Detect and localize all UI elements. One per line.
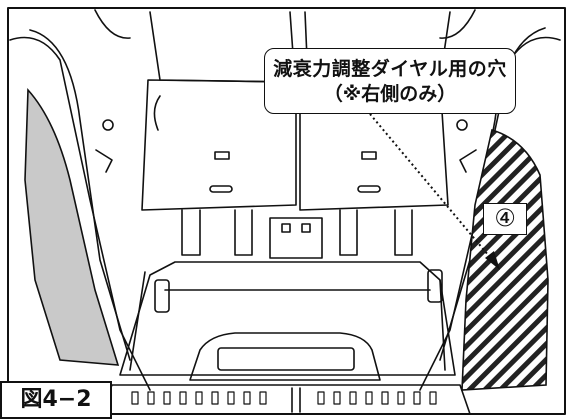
left-side-panel [24, 87, 120, 366]
callout-box: 減衰力調整ダイヤル用の穴 （※右側のみ） [264, 48, 516, 114]
leader-arrow [369, 113, 500, 270]
hatched-right-panel [461, 128, 549, 391]
callout-note: （※右側のみ） [323, 83, 457, 105]
callout-title: 減衰力調整ダイヤル用の穴 [273, 58, 507, 80]
part-number-label: ④ [483, 203, 527, 235]
figure-label: 図4−2 [0, 381, 112, 419]
